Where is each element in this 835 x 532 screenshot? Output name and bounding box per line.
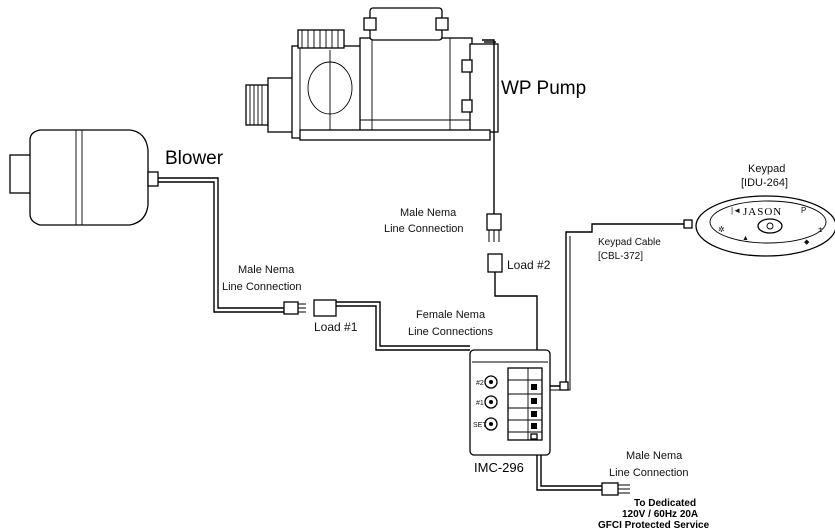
blower-plug-line1: Male Nema [238, 264, 295, 276]
blower-cord [158, 177, 284, 309]
load2-receptacle [487, 253, 503, 273]
power-service-line3: GFCI Protected Service [598, 520, 710, 531]
wp-pump [245, 7, 499, 141]
keypad-cable-line1: Keypad Cable [598, 237, 661, 248]
socket-label-1: #1 [476, 400, 484, 407]
svg-text:±: ± [818, 225, 823, 234]
svg-text:◆: ◆ [804, 239, 810, 246]
pump-male-plug [486, 213, 502, 242]
svg-text:|◄: |◄ [731, 206, 741, 215]
keypad: |◄ P ✲ ± ▲ ◆ [695, 195, 835, 257]
blower [9, 129, 159, 226]
power-cord [536, 455, 602, 491]
load2-label: Load #2 [507, 258, 551, 272]
socket-label-set: SET [473, 422, 487, 429]
keypad-connector [683, 219, 693, 229]
svg-text:▲: ▲ [742, 235, 749, 242]
keypad-brand: JASON [743, 206, 782, 218]
socket-label-2: #2 [476, 380, 484, 387]
keypad-label-line2: [IDU-264] [741, 177, 788, 189]
power-plug-line1: Male Nema [626, 450, 683, 462]
power-service-line2: 120V / 60Hz 20A [622, 509, 698, 520]
pump-plug-line1: Male Nema [400, 207, 457, 219]
load2-cord [494, 272, 538, 350]
power-male-plug [601, 482, 630, 496]
svg-text:P: P [801, 206, 806, 215]
load1-label: Load #1 [314, 320, 358, 334]
svg-text:✲: ✲ [718, 225, 725, 234]
blower-male-plug [283, 301, 306, 315]
pump-cord [482, 39, 495, 214]
pump-plug-line2: Line Connection [384, 223, 464, 235]
power-plug-line2: Line Connection [609, 467, 689, 479]
blower-plug-line2: Line Connection [222, 281, 302, 293]
power-service-line1: To Dedicated [634, 498, 696, 509]
pump-label: WP Pump [501, 78, 586, 99]
female-nema-line1: Female Nema [416, 309, 486, 321]
keypad-label-line1: Keypad [748, 163, 785, 175]
female-nema-line2: Line Connections [408, 326, 494, 338]
controller-box [469, 349, 551, 456]
controller-label: IMC-296 [474, 460, 524, 475]
blower-label: Blower [165, 148, 224, 169]
keypad-cable-line2: [CBL-372] [598, 251, 643, 262]
load1-receptacle [313, 299, 337, 317]
load1-cord [336, 305, 470, 351]
